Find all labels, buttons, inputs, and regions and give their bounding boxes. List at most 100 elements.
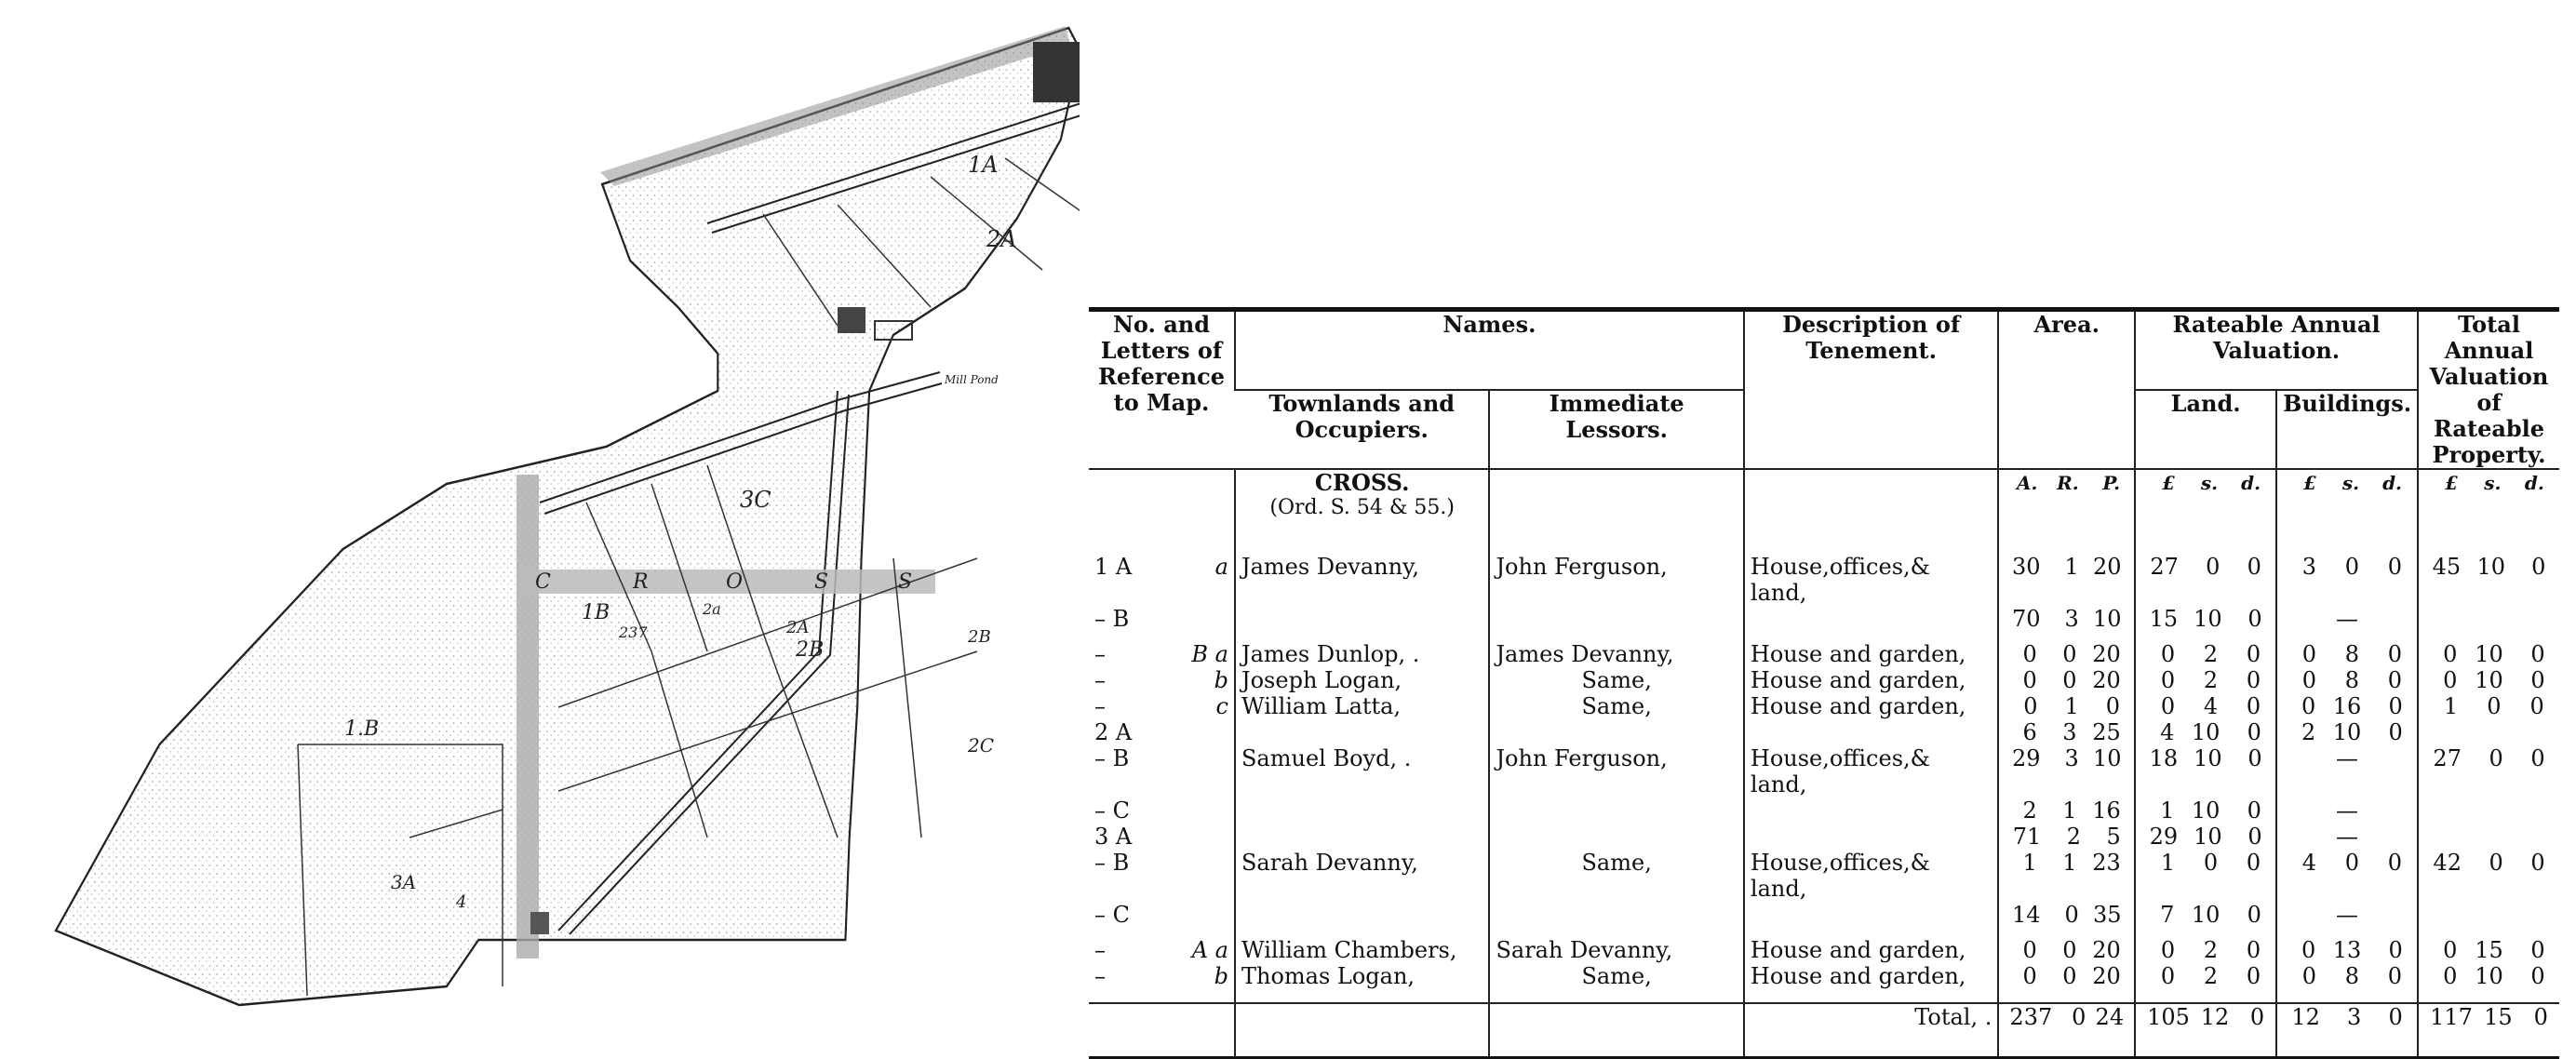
total-empty-cell (1089, 1002, 1235, 1058)
occupier-cell (1233, 824, 1490, 850)
buildings-cell-part: 8 (2344, 667, 2360, 693)
map-cross-letter: C (535, 570, 551, 594)
map-plot-label: 3C (740, 487, 771, 513)
lessor-cell: Same, (1488, 667, 1744, 693)
total-cell-part: 15 (2475, 937, 2503, 963)
ref-cell: 3 A (1089, 824, 1235, 850)
area-cell-part: 20 (2092, 963, 2121, 989)
total-cell-part: 10 (2476, 554, 2506, 580)
unit-label: d. (2241, 472, 2261, 494)
ref-cell: –A a (1089, 937, 1235, 963)
spacer-cell (1089, 989, 1235, 1003)
buildings-cell-part: 0 (2387, 667, 2403, 693)
total-cell-part: 0 (2489, 745, 2503, 771)
description-cell: House,offices,& land, (1742, 850, 1999, 902)
units-bld: £s.d. (2275, 469, 2419, 554)
land-cell-part: 0 (2246, 693, 2261, 719)
ref-cell: – B (1089, 850, 1235, 902)
valuation-table-wrap: No. and Letters of Reference to Map. Nam… (1089, 307, 2559, 1059)
total-cell-part: 1 (2443, 693, 2459, 719)
land-cell-part: 10 (2191, 719, 2220, 745)
land-cell-part: 0 (2246, 850, 2261, 876)
description-cell (1742, 902, 1999, 937)
buildings-cell-part: 0 (2301, 641, 2317, 667)
occupier-cell: Joseph Logan, (1233, 667, 1490, 693)
lessor-cell-text: Sarah Devanny, (1496, 937, 1673, 963)
total-land-cell-part: 0 (2249, 1004, 2265, 1030)
land-cell-part: 2 (2203, 937, 2219, 963)
occupier-cell-text: Samuel Boyd, . (1241, 745, 1412, 771)
area-cell-part: 3 (2064, 606, 2079, 632)
total-cell-part: 45 (2432, 554, 2462, 580)
total-label-cell: Total, . (1742, 1002, 1999, 1058)
buildings-cell-part: 2 (2301, 719, 2316, 745)
total-area-cell-part: 24 (2095, 1004, 2125, 1030)
area-cell-part: 2 (2022, 798, 2037, 824)
buildings-cell-part: 0 (2301, 963, 2317, 989)
area-cell-part: 0 (2062, 667, 2077, 693)
map-plot-label: 1.B (344, 717, 379, 741)
occupier-cell: Thomas Logan, (1233, 963, 1490, 989)
occupier-cell: Samuel Boyd, . (1233, 745, 1490, 798)
lessor-cell: Sarah Devanny, (1488, 937, 1744, 963)
occupier-cell: William Chambers, (1233, 937, 1490, 963)
total-cell-part: 0 (2530, 745, 2545, 771)
land-cell-part: 4 (2160, 719, 2175, 745)
buildings-cell-part: 8 (2344, 641, 2360, 667)
description-cell: House and garden, (1742, 693, 1999, 719)
description-cell: House,offices,& land, (1742, 745, 1999, 798)
spacer-cell (2134, 989, 2277, 1003)
area-cell-part: 1 (2022, 850, 2037, 876)
occupier-cell-text: Thomas Logan, (1241, 963, 1415, 989)
occupier-cell: James Dunlop, . (1233, 641, 1490, 667)
land-cell-part: 1 (2160, 798, 2175, 824)
total-cell-part: 0 (2443, 641, 2458, 667)
land-cell-part: 0 (2247, 798, 2261, 824)
land-cell-part: 0 (2160, 641, 2176, 667)
header-rateable: Rateable Annual Valuation. (2134, 309, 2419, 392)
area-cell-part: 3 (2064, 745, 2079, 771)
land-cell-part: 0 (2160, 667, 2176, 693)
buildings-cell-part: 0 (2301, 937, 2316, 963)
buildings-cell: — (2275, 824, 2419, 850)
unit-label: £ (2303, 472, 2317, 494)
unit-label: d. (2524, 472, 2544, 494)
map-road-south-b (569, 394, 850, 935)
header-land: Land. (2134, 390, 2277, 470)
lessor-cell: Same, (1488, 693, 1744, 719)
occupier-cell (1233, 606, 1490, 641)
total-bld-cell-part: 0 (2388, 1004, 2403, 1030)
ref-cell: – B (1089, 606, 1235, 641)
total-empty-cell (1488, 1002, 1744, 1058)
land-cell-part: 0 (2246, 937, 2261, 963)
ref-number: – C (1094, 798, 1130, 824)
total-label-cell-text: Total, . (1914, 1004, 1992, 1030)
occupier-cell-text: William Chambers, (1241, 937, 1457, 963)
map-road-north-b (711, 114, 1080, 234)
map-cross-band (517, 570, 935, 594)
land-cell-part: 0 (2247, 902, 2261, 928)
map-road-north (706, 102, 1080, 224)
total-cell-part: 42 (2433, 850, 2462, 876)
area-cell-part: 0 (2023, 693, 2038, 719)
map-field-lines (297, 157, 1080, 997)
occupier-cell: William Latta, (1233, 693, 1490, 719)
map-plot-label: 2B (795, 638, 824, 662)
area-cell-part: 25 (2092, 719, 2121, 745)
ref-cell: – C (1089, 798, 1235, 824)
